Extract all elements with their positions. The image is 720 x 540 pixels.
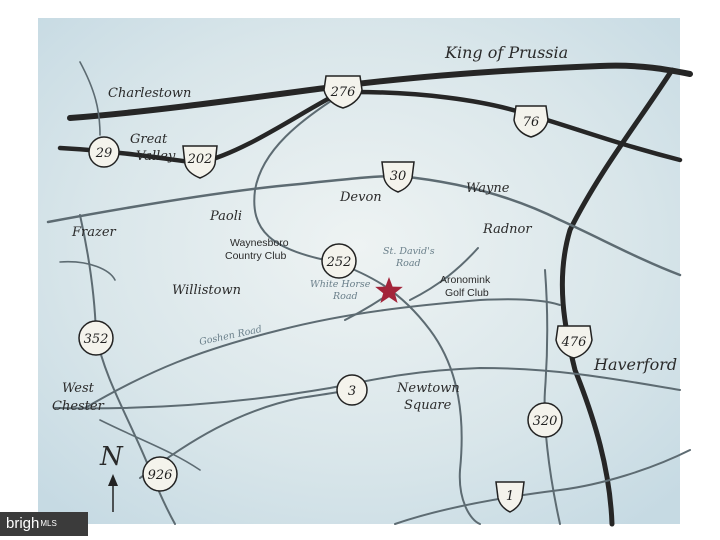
svg-text:76: 76 [523, 115, 540, 130]
watermark-suffix: MLS [40, 519, 57, 529]
label-devon: Devon [339, 190, 382, 205]
shield-3: 3 [336, 374, 368, 406]
route-926-line [139, 389, 351, 479]
shield-202: 202 [182, 145, 218, 179]
goshen-road-line [84, 298, 561, 409]
label-waynesboro-country-club-1: Waynesboro [230, 237, 289, 249]
shield-476: 476 [555, 325, 593, 359]
label-great-valley-1: Great [130, 132, 168, 147]
bottom-left-road-line [99, 419, 201, 471]
shield-1: 1 [495, 481, 525, 513]
label-aronomink-golf-club-1: Aronomink [440, 274, 491, 286]
svg-text:252: 252 [326, 255, 352, 270]
shield-76: 76 [513, 105, 549, 138]
svg-text:276: 276 [330, 85, 356, 100]
label-newtown-square-2: Square [404, 398, 452, 413]
svg-text:1: 1 [506, 489, 514, 504]
label-newtown-square-1: Newtown [396, 381, 460, 396]
left-edge-road-line [59, 260, 116, 281]
label-white-horse-road-2: Road [332, 291, 358, 302]
label-paoli: Paoli [209, 209, 242, 224]
svg-text:202: 202 [187, 152, 213, 167]
label-st-davids-road-2: Road [395, 258, 421, 269]
location-star-marker [375, 277, 403, 303]
upper-left-road-line [79, 61, 101, 136]
svg-text:3: 3 [348, 384, 356, 399]
north-arrow-icon: N [99, 442, 124, 512]
label-king-of-prussia: King of Prussia [444, 43, 568, 62]
shield-320: 320 [527, 402, 563, 438]
label-haverford: Haverford [593, 355, 677, 374]
label-aronomink-golf-club-2: Golf Club [445, 287, 489, 299]
route-276-line [67, 62, 693, 121]
route-1-line [394, 449, 691, 525]
label-radnor: Radnor [482, 222, 532, 237]
label-wayne: Wayne [466, 181, 510, 196]
st-davids-road-line [409, 247, 479, 301]
svg-text:320: 320 [533, 414, 558, 429]
shield-29: 29 [88, 136, 120, 168]
svg-text:352: 352 [84, 332, 109, 347]
label-frazer: Frazer [71, 225, 117, 240]
brand-watermark: brighMLS [0, 512, 88, 536]
route-320-line [543, 269, 561, 525]
route-252-line [253, 91, 481, 525]
label-charlestown: Charlestown [108, 86, 191, 101]
svg-text:29: 29 [95, 146, 113, 161]
label-great-valley-2: Valley [136, 149, 176, 164]
svg-text:476: 476 [561, 335, 587, 350]
route-3-line [54, 367, 681, 410]
watermark-brand: brigh [6, 515, 40, 532]
svg-text:30: 30 [390, 169, 407, 184]
label-willistown: Willistown [172, 283, 241, 298]
label-st-davids-road-1: St. David's [383, 246, 435, 257]
shield-276: 276 [323, 75, 363, 109]
svg-text:926: 926 [148, 468, 173, 483]
label-waynesboro-country-club-2: Country Club [225, 250, 286, 262]
shield-252: 252 [321, 243, 357, 279]
svg-text:N: N [99, 442, 124, 472]
shield-30: 30 [381, 161, 415, 193]
shield-926: 926 [142, 456, 178, 492]
route-476-line [559, 67, 675, 527]
label-white-horse-road-1: White Horse [310, 279, 371, 290]
shield-352: 352 [78, 320, 114, 356]
label-west-chester-1: West [62, 381, 95, 396]
label-west-chester-2: Chester [52, 399, 105, 414]
